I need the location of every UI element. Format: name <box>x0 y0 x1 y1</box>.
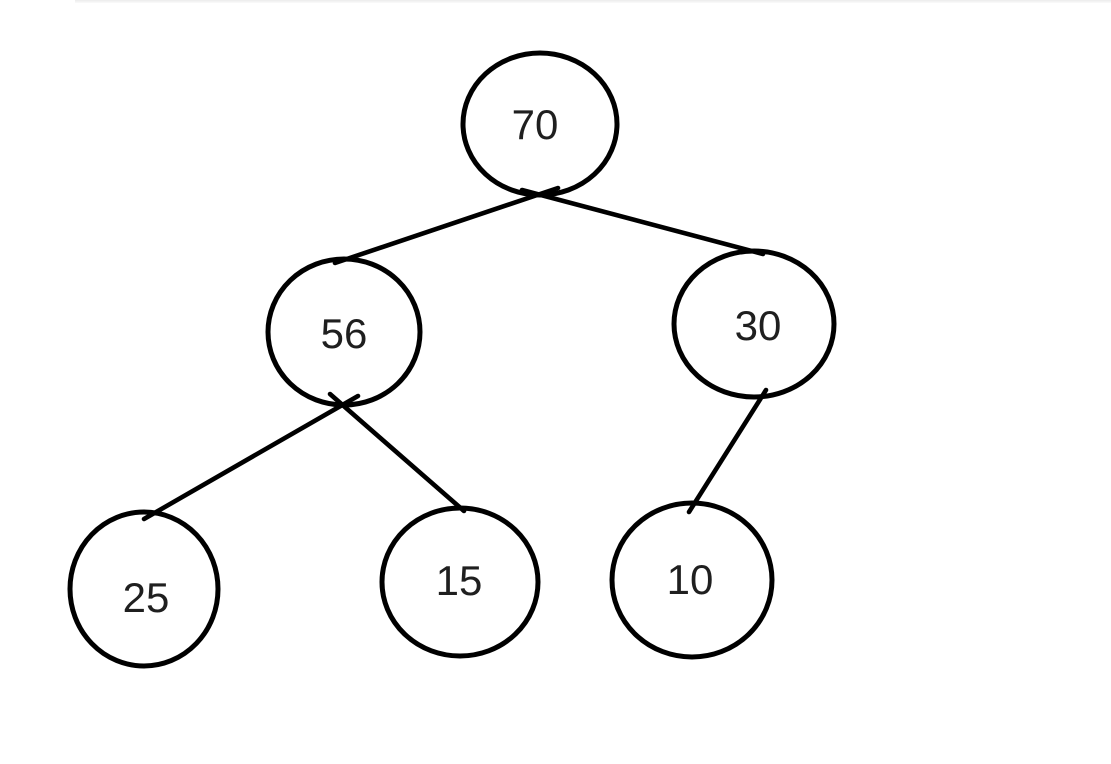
edge-30-10 <box>686 387 769 515</box>
node-30-label: 30 <box>735 302 782 349</box>
node-25 <box>67 509 221 669</box>
top-edge-hairline <box>75 0 1111 3</box>
node-25-label: 25 <box>123 574 170 621</box>
tree-labels: 70 56 30 25 15 10 <box>123 101 782 621</box>
edge-56-25 <box>141 393 361 522</box>
tree-nodes <box>67 50 837 669</box>
node-56-label: 56 <box>321 310 368 357</box>
tree-edges <box>141 185 769 522</box>
node-15-label: 15 <box>436 557 483 604</box>
node-10-label: 10 <box>667 556 714 603</box>
edge-56-15 <box>327 391 467 514</box>
edge-70-56 <box>332 185 561 266</box>
node-70-label: 70 <box>512 101 559 148</box>
node-25-circle <box>67 509 221 669</box>
edge-70-30 <box>519 187 766 257</box>
